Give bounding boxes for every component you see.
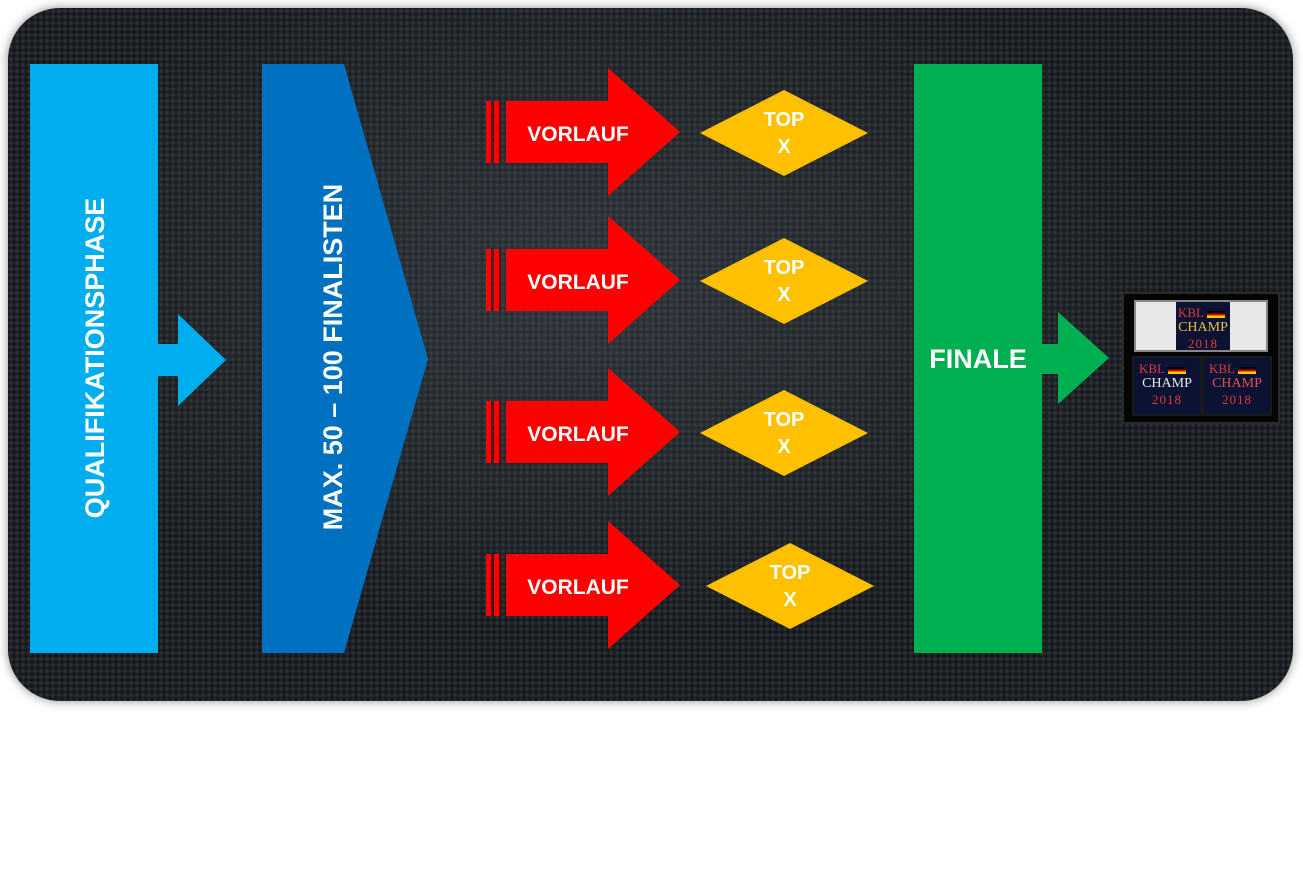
champion-patches-image: KBL CHAMP 2018 KBL CHAMP 2018 KBL CHAMP … xyxy=(1122,292,1280,424)
heat-arrow xyxy=(506,216,680,344)
top-x-diamond xyxy=(700,238,868,324)
heat-arrow-stripe-shadow xyxy=(491,554,493,616)
heat-arrow xyxy=(506,521,680,649)
heat-arrow-stripe-shadow xyxy=(499,101,501,163)
german-flag-icon xyxy=(1168,366,1186,374)
heat-arrow-stripe-shadow xyxy=(499,554,501,616)
patch-kbl-text: KBL xyxy=(1209,361,1235,376)
patch-year-text: 2018 xyxy=(1222,392,1252,407)
patch-kbl: KBL xyxy=(1176,306,1230,319)
top-label-line1: TOP xyxy=(764,409,805,431)
heat-row: VORLAUF TOP X xyxy=(486,216,868,344)
heat-arrow xyxy=(506,68,680,196)
patch-kbl: KBL xyxy=(1134,362,1200,375)
heat-label: VORLAUF xyxy=(527,576,629,599)
patch-kbl: KBL xyxy=(1204,362,1270,375)
patch-kbl-text: KBL xyxy=(1139,361,1165,376)
top-label-line2: X xyxy=(777,284,791,306)
champion-patch-left: KBL CHAMP 2018 xyxy=(1132,356,1202,416)
champion-patch-right: KBL CHAMP 2018 xyxy=(1202,356,1272,416)
heat-arrow-stripe xyxy=(494,554,500,616)
top-label-line1: TOP xyxy=(764,257,805,279)
top-label-line2: X xyxy=(777,436,791,458)
reflection-fade xyxy=(8,701,1293,892)
top-x-diamond xyxy=(700,390,868,476)
german-flag-icon xyxy=(1207,310,1225,318)
heat-label: VORLAUF xyxy=(527,271,629,294)
qualification-arrow xyxy=(158,314,226,406)
heat-row: VORLAUF TOP X xyxy=(486,368,868,496)
patch-champ-text: CHAMP xyxy=(1142,376,1192,391)
diagram-panel: QUALIFIKATIONSPHASE MAX. 50 – 100 FINALI… xyxy=(8,8,1293,701)
heat-arrow-stripe xyxy=(494,249,500,311)
finalists-block xyxy=(262,64,428,653)
patch-champ-text: CHAMP xyxy=(1212,376,1262,391)
patch-champ-text: CHAMP xyxy=(1178,320,1228,335)
heats-group: VORLAUFTOPXVORLAUFTOPXVORLAUFTOPXVORLAUF… xyxy=(486,68,874,649)
patch-kbl-text: KBL xyxy=(1178,305,1204,320)
heat-arrow-stripe xyxy=(494,401,500,463)
german-flag-icon xyxy=(1238,366,1256,374)
heat-label: VORLAUF xyxy=(527,423,629,446)
top-label-line2: X xyxy=(783,589,797,611)
top-label-line1: TOP xyxy=(764,109,805,131)
heat-arrow-stripe-shadow xyxy=(499,401,501,463)
final-label: FINALE xyxy=(929,344,1027,374)
champion-patch: KBL CHAMP 2018 xyxy=(1176,302,1230,350)
flow-diagram: QUALIFIKATIONSPHASE MAX. 50 – 100 FINALI… xyxy=(30,64,1109,653)
heat-arrow xyxy=(506,368,680,496)
heat-arrow-stripe xyxy=(486,249,492,311)
qualification-label: QUALIFIKATIONSPHASE xyxy=(80,198,110,519)
top-x-diamond xyxy=(700,90,868,176)
heat-label: VORLAUF xyxy=(527,123,629,146)
heat-arrow-stripe-shadow xyxy=(491,401,493,463)
patch-year-text: 2018 xyxy=(1152,392,1182,407)
champion-patch-top: KBL CHAMP 2018 xyxy=(1134,300,1268,352)
heat-arrow-stripe-shadow xyxy=(491,101,493,163)
top-label-line1: TOP xyxy=(770,562,811,584)
heat-arrow-stripe-shadow xyxy=(499,249,501,311)
finalists-label: MAX. 50 – 100 FINALISTEN xyxy=(318,184,348,531)
heat-arrow-stripe xyxy=(486,554,492,616)
final-bar xyxy=(914,64,1042,653)
final-arrow xyxy=(1042,312,1109,404)
top-label-line2: X xyxy=(777,136,791,158)
top-x-diamond xyxy=(706,543,874,629)
heat-arrow-stripe-shadow xyxy=(491,249,493,311)
heat-arrow-stripe xyxy=(486,401,492,463)
patch-year-text: 2018 xyxy=(1188,336,1218,350)
panel-reflection xyxy=(8,701,1293,892)
qualification-bar xyxy=(30,64,158,653)
heat-row: VORLAUF TOP X xyxy=(486,68,868,196)
heat-arrow-stripe xyxy=(486,101,492,163)
heat-row: VORLAUF TOP X xyxy=(486,521,874,649)
heat-arrow-stripe xyxy=(494,101,500,163)
